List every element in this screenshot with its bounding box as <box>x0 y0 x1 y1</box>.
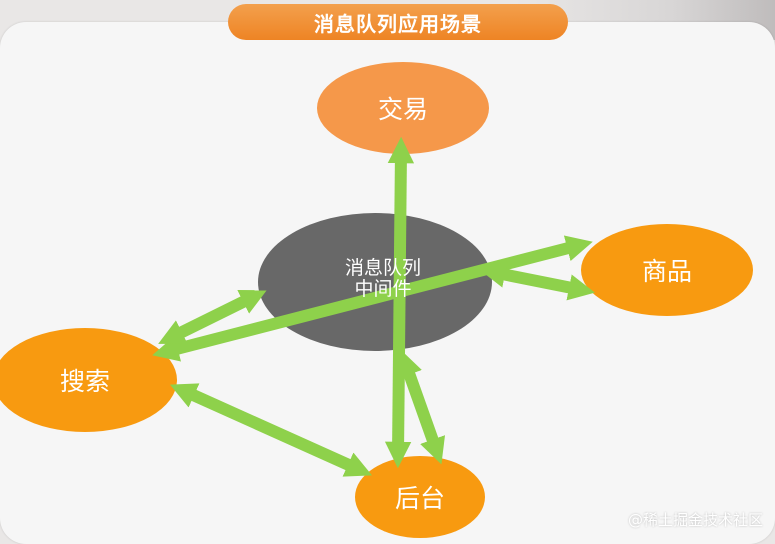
node-trade[interactable] <box>317 62 489 154</box>
page-title: 消息队列应用场景 <box>228 4 568 40</box>
node-goods[interactable] <box>581 224 753 316</box>
node-backend[interactable] <box>355 456 485 538</box>
watermark: @稀土掘金技术社区 <box>627 511 763 529</box>
arrow-search-center <box>158 290 267 344</box>
arrow-search-backend <box>169 383 373 477</box>
arrow-center-goods <box>479 261 595 301</box>
arrow-center-backend <box>396 349 446 465</box>
arrow-trade-backend <box>384 136 415 469</box>
node-search[interactable] <box>0 328 177 432</box>
